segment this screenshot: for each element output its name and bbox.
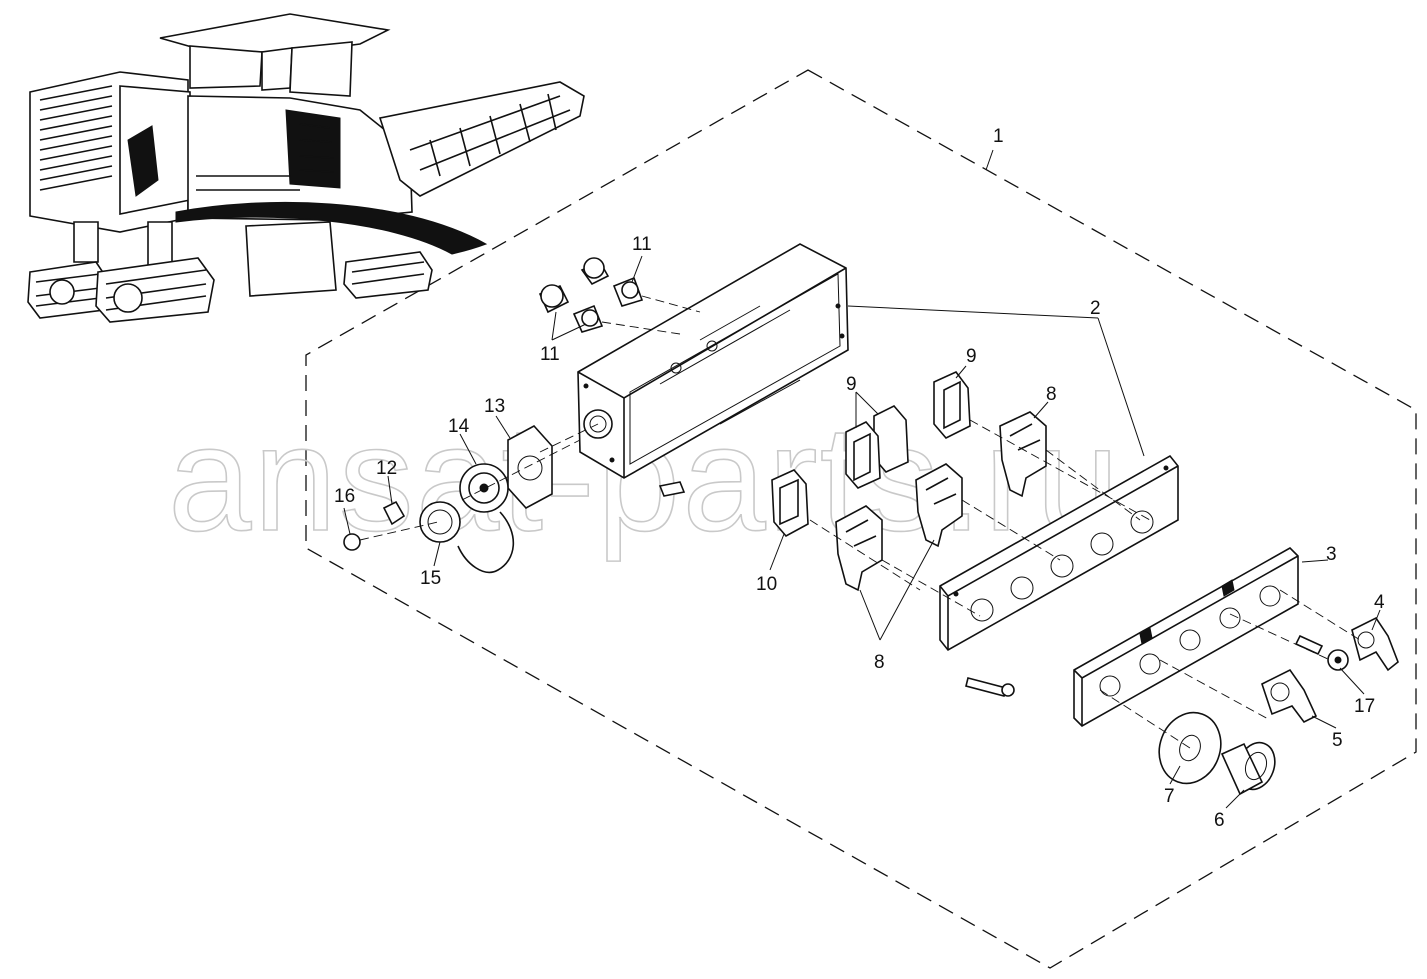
callout-8-lower: 8	[874, 652, 885, 673]
callout-3: 3	[1326, 544, 1337, 565]
faceplate-part-3	[1073, 547, 1299, 727]
callout-10: 10	[756, 574, 777, 595]
right-side-controls	[965, 589, 1399, 796]
switch-modules	[771, 371, 1151, 617]
callout-9-middle: 9	[846, 374, 857, 395]
potentiometer-cluster	[343, 423, 686, 573]
callout-16: 16	[334, 486, 355, 507]
callout-13: 13	[484, 396, 505, 417]
callout-6: 6	[1214, 810, 1225, 831]
callout-7: 7	[1164, 786, 1175, 807]
callout-labels: 1 2 3 4 5 6 7 8 8 9 9 10 11 11 12 13 14 …	[334, 126, 1385, 831]
callout-11-upper: 11	[632, 234, 652, 255]
callout-12: 12	[376, 458, 397, 479]
callout-9-upper: 9	[966, 346, 977, 367]
machine-thumbnail	[27, 13, 585, 323]
callout-5: 5	[1332, 730, 1343, 751]
leader-lines	[343, 149, 1381, 809]
callout-1: 1	[993, 126, 1004, 147]
callout-4: 4	[1374, 592, 1385, 613]
callout-15: 15	[420, 568, 441, 589]
callout-8-upper: 8	[1046, 384, 1057, 405]
callout-17: 17	[1354, 696, 1375, 717]
connector-parts-11	[538, 257, 701, 335]
callout-2: 2	[1090, 298, 1101, 319]
assembly-boundary	[305, 69, 1417, 969]
control-box-housing	[577, 243, 849, 479]
callout-14: 14	[448, 416, 470, 437]
callout-11-lower: 11	[540, 344, 560, 365]
